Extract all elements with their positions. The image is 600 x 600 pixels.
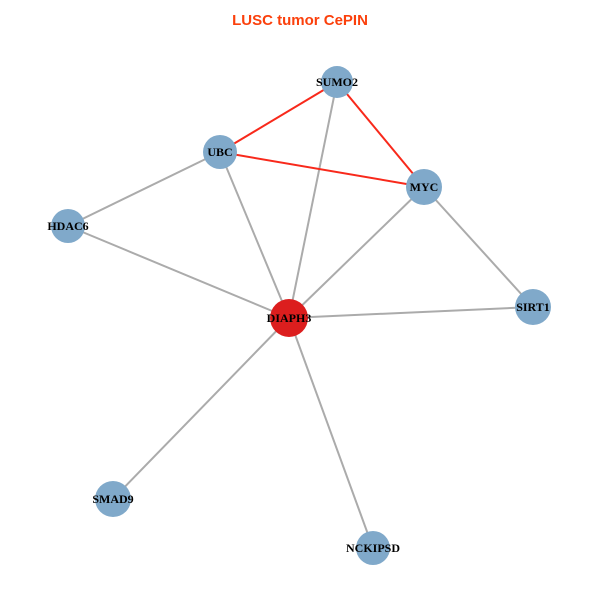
edge-SUMO2-UBC bbox=[219, 81, 338, 153]
node-DIAPH3 bbox=[270, 299, 308, 337]
node-SUMO2 bbox=[321, 66, 353, 98]
node-UBC bbox=[203, 135, 237, 169]
edge-NCKIPSD-DIAPH3 bbox=[288, 317, 374, 549]
edge-SUMO2-MYC bbox=[336, 81, 425, 188]
edge-MYC-SIRT1 bbox=[423, 186, 534, 308]
nodes-layer bbox=[51, 66, 551, 565]
edge-HDAC6-DIAPH3 bbox=[67, 225, 290, 319]
edge-SMAD9-DIAPH3 bbox=[112, 317, 290, 500]
edge-UBC-DIAPH3 bbox=[219, 151, 290, 319]
node-HDAC6 bbox=[51, 209, 85, 243]
node-SIRT1 bbox=[515, 289, 551, 325]
edge-SIRT1-DIAPH3 bbox=[288, 306, 534, 319]
edge-UBC-MYC bbox=[219, 151, 425, 188]
edge-UBC-HDAC6 bbox=[67, 151, 221, 227]
node-MYC bbox=[406, 169, 442, 205]
plot-title: LUSC tumor CePIN bbox=[232, 12, 368, 29]
edge-MYC-DIAPH3 bbox=[288, 186, 425, 319]
edges-layer bbox=[67, 81, 534, 549]
node-SMAD9 bbox=[95, 481, 131, 517]
node-NCKIPSD bbox=[356, 531, 390, 565]
edge-SUMO2-DIAPH3 bbox=[288, 81, 338, 319]
